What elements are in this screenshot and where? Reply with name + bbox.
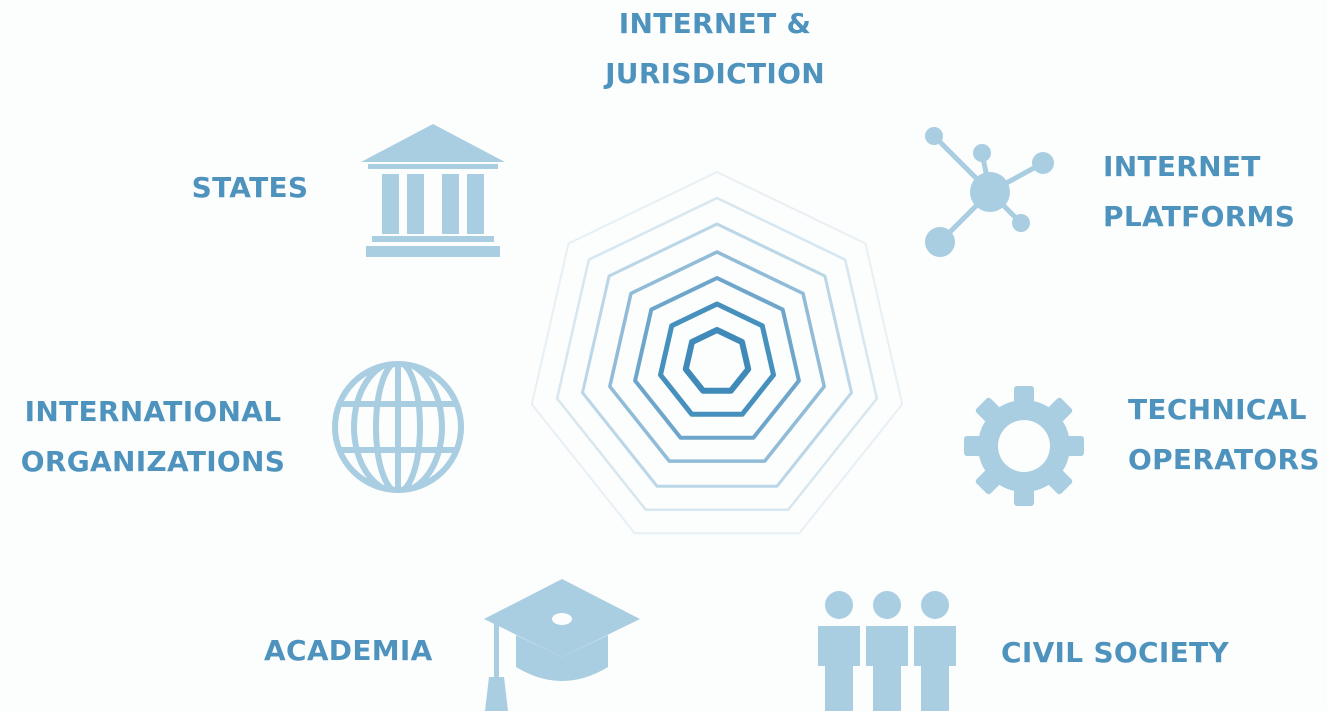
network-hub-icon	[925, 127, 1054, 257]
center-topic-label: INTERNET & JURISDICTION	[560, 0, 870, 99]
graduation-cap-icon	[484, 579, 640, 711]
people-group-icon	[818, 591, 956, 711]
technical-operators-label: TECHNICAL OPERATORS	[1128, 393, 1320, 476]
heptagon-ring-2	[555, 196, 879, 512]
states-label: STATES	[191, 171, 309, 204]
center-topic-line2: JURISDICTION	[605, 57, 825, 90]
heptagon-ring-7	[682, 327, 752, 394]
civil-society-label: CIVIL SOCIETY	[1001, 636, 1229, 669]
heptagon-ring-3	[581, 222, 853, 488]
international-organizations-label: INTERNATIONAL ORGANIZATIONS	[20, 395, 286, 478]
heptagon-ring-6	[658, 301, 776, 417]
academia-label: ACADEMIA	[264, 634, 433, 667]
government-building-icon	[361, 124, 505, 257]
internet-platforms-label: INTERNET PLATFORMS	[1103, 150, 1296, 233]
heptagon-ring-5	[633, 276, 801, 440]
gear-icon	[964, 386, 1084, 506]
heptagon-ring-1	[530, 171, 904, 535]
heptagon-ring-4	[608, 250, 826, 463]
center-topic-line1: INTERNET &	[618, 7, 812, 40]
globe-icon	[332, 361, 464, 493]
